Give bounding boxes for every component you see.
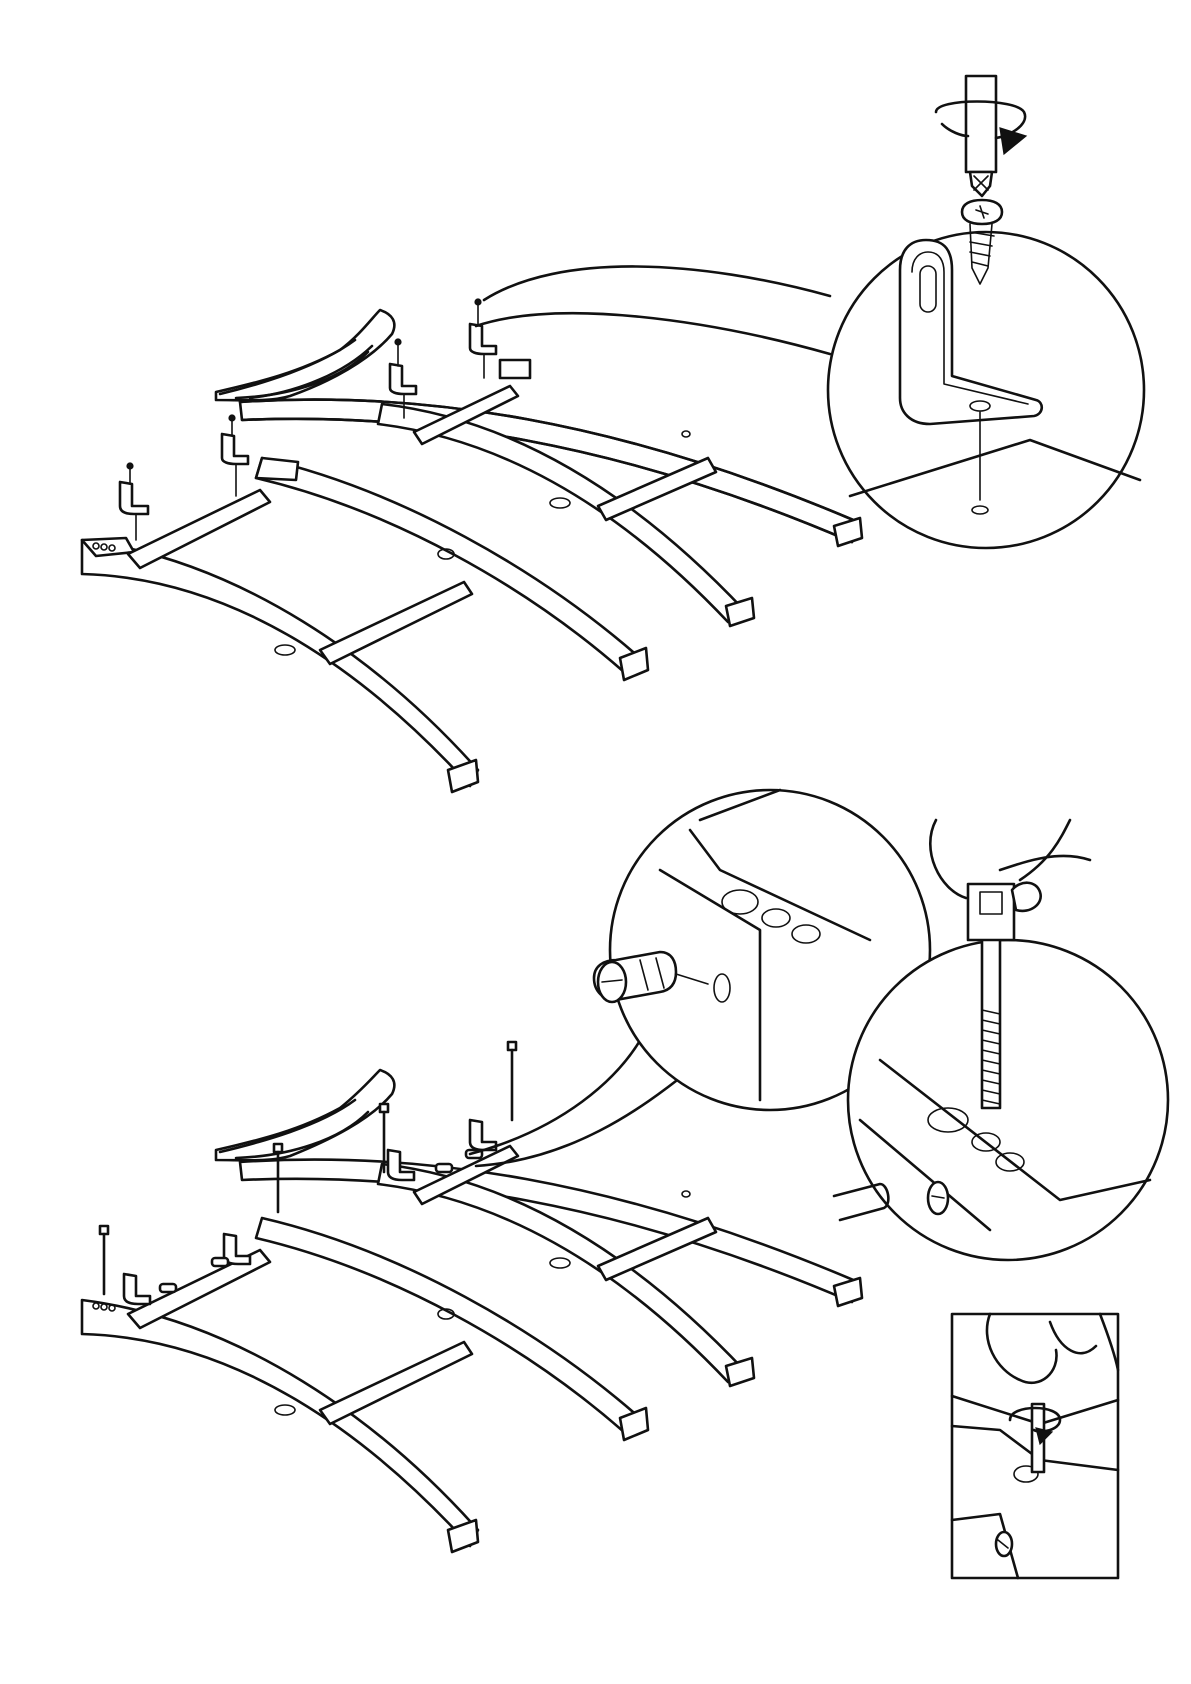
bracket-icon (222, 415, 248, 496)
bracket-icon (470, 299, 496, 378)
rail-ends (448, 1278, 862, 1552)
step-2-illustration (82, 790, 1168, 1578)
chair-rail-front (82, 1300, 478, 1546)
screw-bracket-zoom (828, 76, 1144, 548)
step-1-illustration (82, 76, 1144, 792)
zoom-callout-lines (476, 266, 830, 354)
chair-rail-front (82, 538, 478, 786)
chair-back-top-rail (216, 310, 394, 400)
bolt-icon (100, 1226, 108, 1294)
rail-ends (448, 518, 862, 792)
bolt-icon (508, 1042, 516, 1120)
hand-tighten-inset (952, 1314, 1118, 1578)
bracket-icon (120, 463, 148, 540)
chair-back-top-rail (216, 1070, 394, 1160)
